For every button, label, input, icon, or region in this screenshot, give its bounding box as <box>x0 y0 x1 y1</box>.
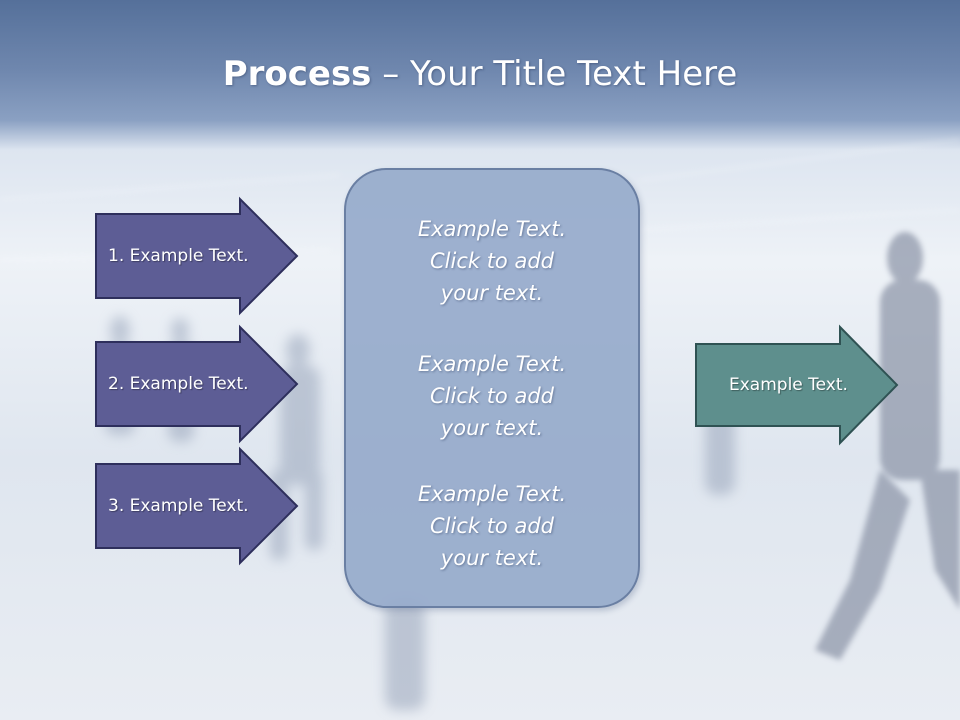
center-text-line: Click to add <box>429 514 554 538</box>
center-text-block-3[interactable]: Example Text. Click to add your text. <box>344 478 640 574</box>
step-arrow-3[interactable]: 3. Example Text. <box>95 446 300 566</box>
title-rest-text: – Your Title Text Here <box>371 54 738 94</box>
center-text-line: Click to add <box>429 249 554 273</box>
center-text-line: Example Text. <box>417 217 567 241</box>
step-label-3: 3. Example Text. <box>108 496 249 516</box>
step-label-2: 2. Example Text. <box>108 374 249 394</box>
center-text-line: Example Text. <box>417 482 567 506</box>
center-text-line: your text. <box>440 416 544 440</box>
slide-title[interactable]: Process – Your Title Text Here <box>0 52 960 96</box>
arrow-shape <box>95 324 299 444</box>
step-label-1: 1. Example Text. <box>108 246 249 266</box>
center-text-box[interactable] <box>344 168 640 608</box>
center-text-line: your text. <box>440 546 544 570</box>
center-text-line: Click to add <box>429 384 554 408</box>
center-text-block-2[interactable]: Example Text. Click to add your text. <box>344 348 640 444</box>
title-bold-text: Process <box>222 54 372 94</box>
arrow-shape <box>95 196 299 316</box>
output-arrow[interactable]: Example Text. <box>695 324 900 446</box>
center-text-block-1[interactable]: Example Text. Click to add your text. <box>344 213 640 309</box>
output-label: Example Text. <box>729 375 848 395</box>
arrow-shape <box>695 324 899 446</box>
center-text-line: your text. <box>440 281 544 305</box>
center-text-line: Example Text. <box>417 352 567 376</box>
step-arrow-1[interactable]: 1. Example Text. <box>95 196 300 316</box>
step-arrow-2[interactable]: 2. Example Text. <box>95 324 300 444</box>
arrow-shape <box>95 446 299 566</box>
